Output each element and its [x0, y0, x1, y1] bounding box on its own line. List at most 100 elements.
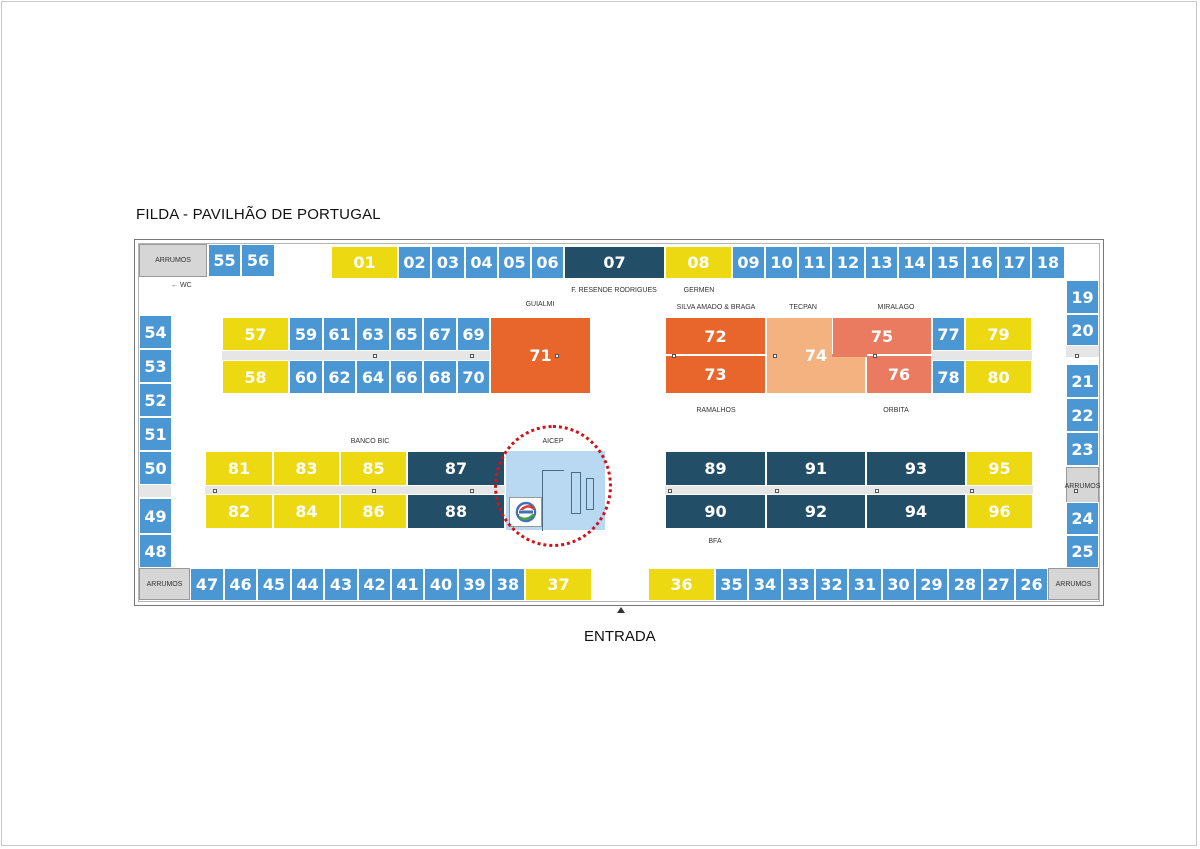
booth-73[interactable]: 73: [665, 355, 766, 394]
booth-46[interactable]: 46: [224, 568, 257, 601]
booth-54[interactable]: 54: [139, 315, 172, 349]
booth-30[interactable]: 30: [882, 568, 915, 601]
booth-91[interactable]: 91: [766, 451, 866, 486]
column-marker: [775, 489, 779, 493]
booth-07[interactable]: 07: [564, 246, 665, 279]
booth-66[interactable]: 66: [390, 360, 423, 394]
booth-77[interactable]: 77: [932, 317, 965, 351]
booth-36[interactable]: 36: [648, 568, 715, 601]
booth-67[interactable]: 67: [423, 317, 457, 351]
booth-52[interactable]: 52: [139, 383, 172, 417]
booth-41[interactable]: 41: [391, 568, 424, 601]
booth-72[interactable]: 72: [665, 317, 766, 355]
booth-42[interactable]: 42: [358, 568, 391, 601]
booth-94[interactable]: 94: [866, 494, 966, 529]
booth-26[interactable]: 26: [1015, 568, 1048, 601]
booth-14[interactable]: 14: [898, 246, 931, 279]
booth-84[interactable]: 84: [273, 494, 340, 529]
booth-18[interactable]: 18: [1031, 246, 1065, 279]
booth-33[interactable]: 33: [782, 568, 815, 601]
booth-55[interactable]: 55: [208, 244, 241, 277]
booth-04[interactable]: 04: [465, 246, 498, 279]
booth-38[interactable]: 38: [491, 568, 525, 601]
booth-61[interactable]: 61: [323, 317, 356, 351]
booth-12[interactable]: 12: [831, 246, 865, 279]
booth-16[interactable]: 16: [965, 246, 998, 279]
booth-47[interactable]: 47: [190, 568, 224, 601]
booth-34[interactable]: 34: [748, 568, 782, 601]
booth-96[interactable]: 96: [966, 494, 1033, 529]
booth-88[interactable]: 88: [407, 494, 505, 529]
booth-69[interactable]: 69: [457, 317, 490, 351]
booth-37[interactable]: 37: [525, 568, 592, 601]
booth-24[interactable]: 24: [1066, 502, 1099, 535]
booth-57[interactable]: 57: [222, 317, 289, 351]
booth-59[interactable]: 59: [289, 317, 323, 351]
booth-70[interactable]: 70: [457, 360, 490, 394]
booth-64[interactable]: 64: [356, 360, 390, 394]
booth-86[interactable]: 86: [340, 494, 407, 529]
booth-90[interactable]: 90: [665, 494, 766, 529]
exhibitor-label-banco-bic: BANCO BIC: [350, 438, 390, 445]
booth-62[interactable]: 62: [323, 360, 356, 394]
booth-31[interactable]: 31: [848, 568, 882, 601]
booth-89[interactable]: 89: [665, 451, 766, 486]
booth-58[interactable]: 58: [222, 360, 289, 394]
booth-48[interactable]: 48: [139, 534, 172, 568]
booth-87[interactable]: 87: [407, 451, 505, 486]
booth-39[interactable]: 39: [458, 568, 491, 601]
booth-27[interactable]: 27: [982, 568, 1015, 601]
booth-65[interactable]: 65: [390, 317, 423, 351]
booth-44[interactable]: 44: [291, 568, 324, 601]
column-marker: [373, 354, 377, 358]
booth-03[interactable]: 03: [431, 246, 465, 279]
booth-63[interactable]: 63: [356, 317, 390, 351]
booth-83[interactable]: 83: [273, 451, 340, 486]
booth-09[interactable]: 09: [732, 246, 765, 279]
booth-15[interactable]: 15: [931, 246, 965, 279]
booth-78[interactable]: 78: [932, 360, 965, 394]
booth-76[interactable]: 76: [866, 355, 932, 394]
booth-17[interactable]: 17: [998, 246, 1031, 279]
booth-45[interactable]: 45: [257, 568, 291, 601]
booth-29[interactable]: 29: [915, 568, 948, 601]
exhibitor-label-silva-amado: SILVA AMADO & BRAGA: [676, 304, 756, 311]
booth-08[interactable]: 08: [665, 246, 732, 279]
booth-56[interactable]: 56: [241, 244, 275, 277]
booth-28[interactable]: 28: [948, 568, 982, 601]
booth-60[interactable]: 60: [289, 360, 323, 394]
booth-13[interactable]: 13: [865, 246, 898, 279]
booth-75[interactable]: 75: [832, 317, 932, 355]
booth-21[interactable]: 21: [1066, 364, 1099, 398]
booth-01[interactable]: 01: [331, 246, 398, 279]
booth-25[interactable]: 25: [1066, 535, 1099, 568]
booth-22[interactable]: 22: [1066, 398, 1099, 432]
booth-11[interactable]: 11: [798, 246, 831, 279]
booth-51[interactable]: 51: [139, 417, 172, 451]
booth-05[interactable]: 05: [498, 246, 531, 279]
booth-82[interactable]: 82: [205, 494, 273, 529]
booth-85[interactable]: 85: [340, 451, 407, 486]
booth-81[interactable]: 81: [205, 451, 273, 486]
booth-71[interactable]: 71: [490, 317, 591, 394]
booth-32[interactable]: 32: [815, 568, 848, 601]
booth-50[interactable]: 50: [139, 451, 172, 485]
booth-19[interactable]: 19: [1066, 280, 1099, 314]
booth-40[interactable]: 40: [424, 568, 458, 601]
booth-68[interactable]: 68: [423, 360, 457, 394]
booth-20[interactable]: 20: [1066, 314, 1099, 346]
booth-53[interactable]: 53: [139, 349, 172, 383]
booth-06[interactable]: 06: [531, 246, 564, 279]
booth-10[interactable]: 10: [765, 246, 798, 279]
booth-92[interactable]: 92: [766, 494, 866, 529]
booth-35[interactable]: 35: [715, 568, 748, 601]
booth-75-extension[interactable]: [832, 354, 867, 357]
booth-93[interactable]: 93: [866, 451, 966, 486]
booth-79[interactable]: 79: [965, 317, 1032, 351]
booth-95[interactable]: 95: [966, 451, 1033, 486]
booth-02[interactable]: 02: [398, 246, 431, 279]
booth-43[interactable]: 43: [324, 568, 358, 601]
booth-23[interactable]: 23: [1066, 432, 1099, 466]
booth-49[interactable]: 49: [139, 498, 172, 534]
booth-80[interactable]: 80: [965, 360, 1032, 394]
